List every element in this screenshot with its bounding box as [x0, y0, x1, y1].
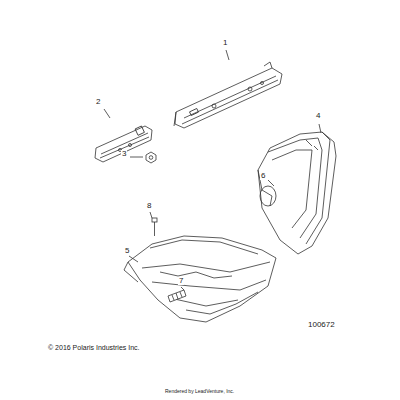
- callout-number: 7: [178, 277, 184, 285]
- headlight-left: [124, 236, 276, 322]
- callout-number: 2: [95, 98, 101, 106]
- copyright-note: © 2016 Polaris Industries Inc.: [47, 344, 141, 351]
- callout-number: 4: [315, 112, 321, 120]
- callout-number: 5: [124, 247, 130, 255]
- headlight-right: [258, 124, 336, 254]
- bracket-long: [174, 50, 282, 128]
- bracket-short: [95, 109, 152, 162]
- render-credit: Rendered by LeadVenture, Inc.: [164, 389, 235, 394]
- callout-number: 6: [260, 172, 266, 180]
- callout-number: 3: [121, 150, 127, 158]
- callout-number: 1: [222, 39, 228, 47]
- figure-number: 100672: [307, 321, 336, 329]
- callout-number: 8: [146, 202, 152, 210]
- screw: [168, 287, 186, 302]
- nut: [130, 152, 156, 163]
- bolt: [150, 212, 157, 236]
